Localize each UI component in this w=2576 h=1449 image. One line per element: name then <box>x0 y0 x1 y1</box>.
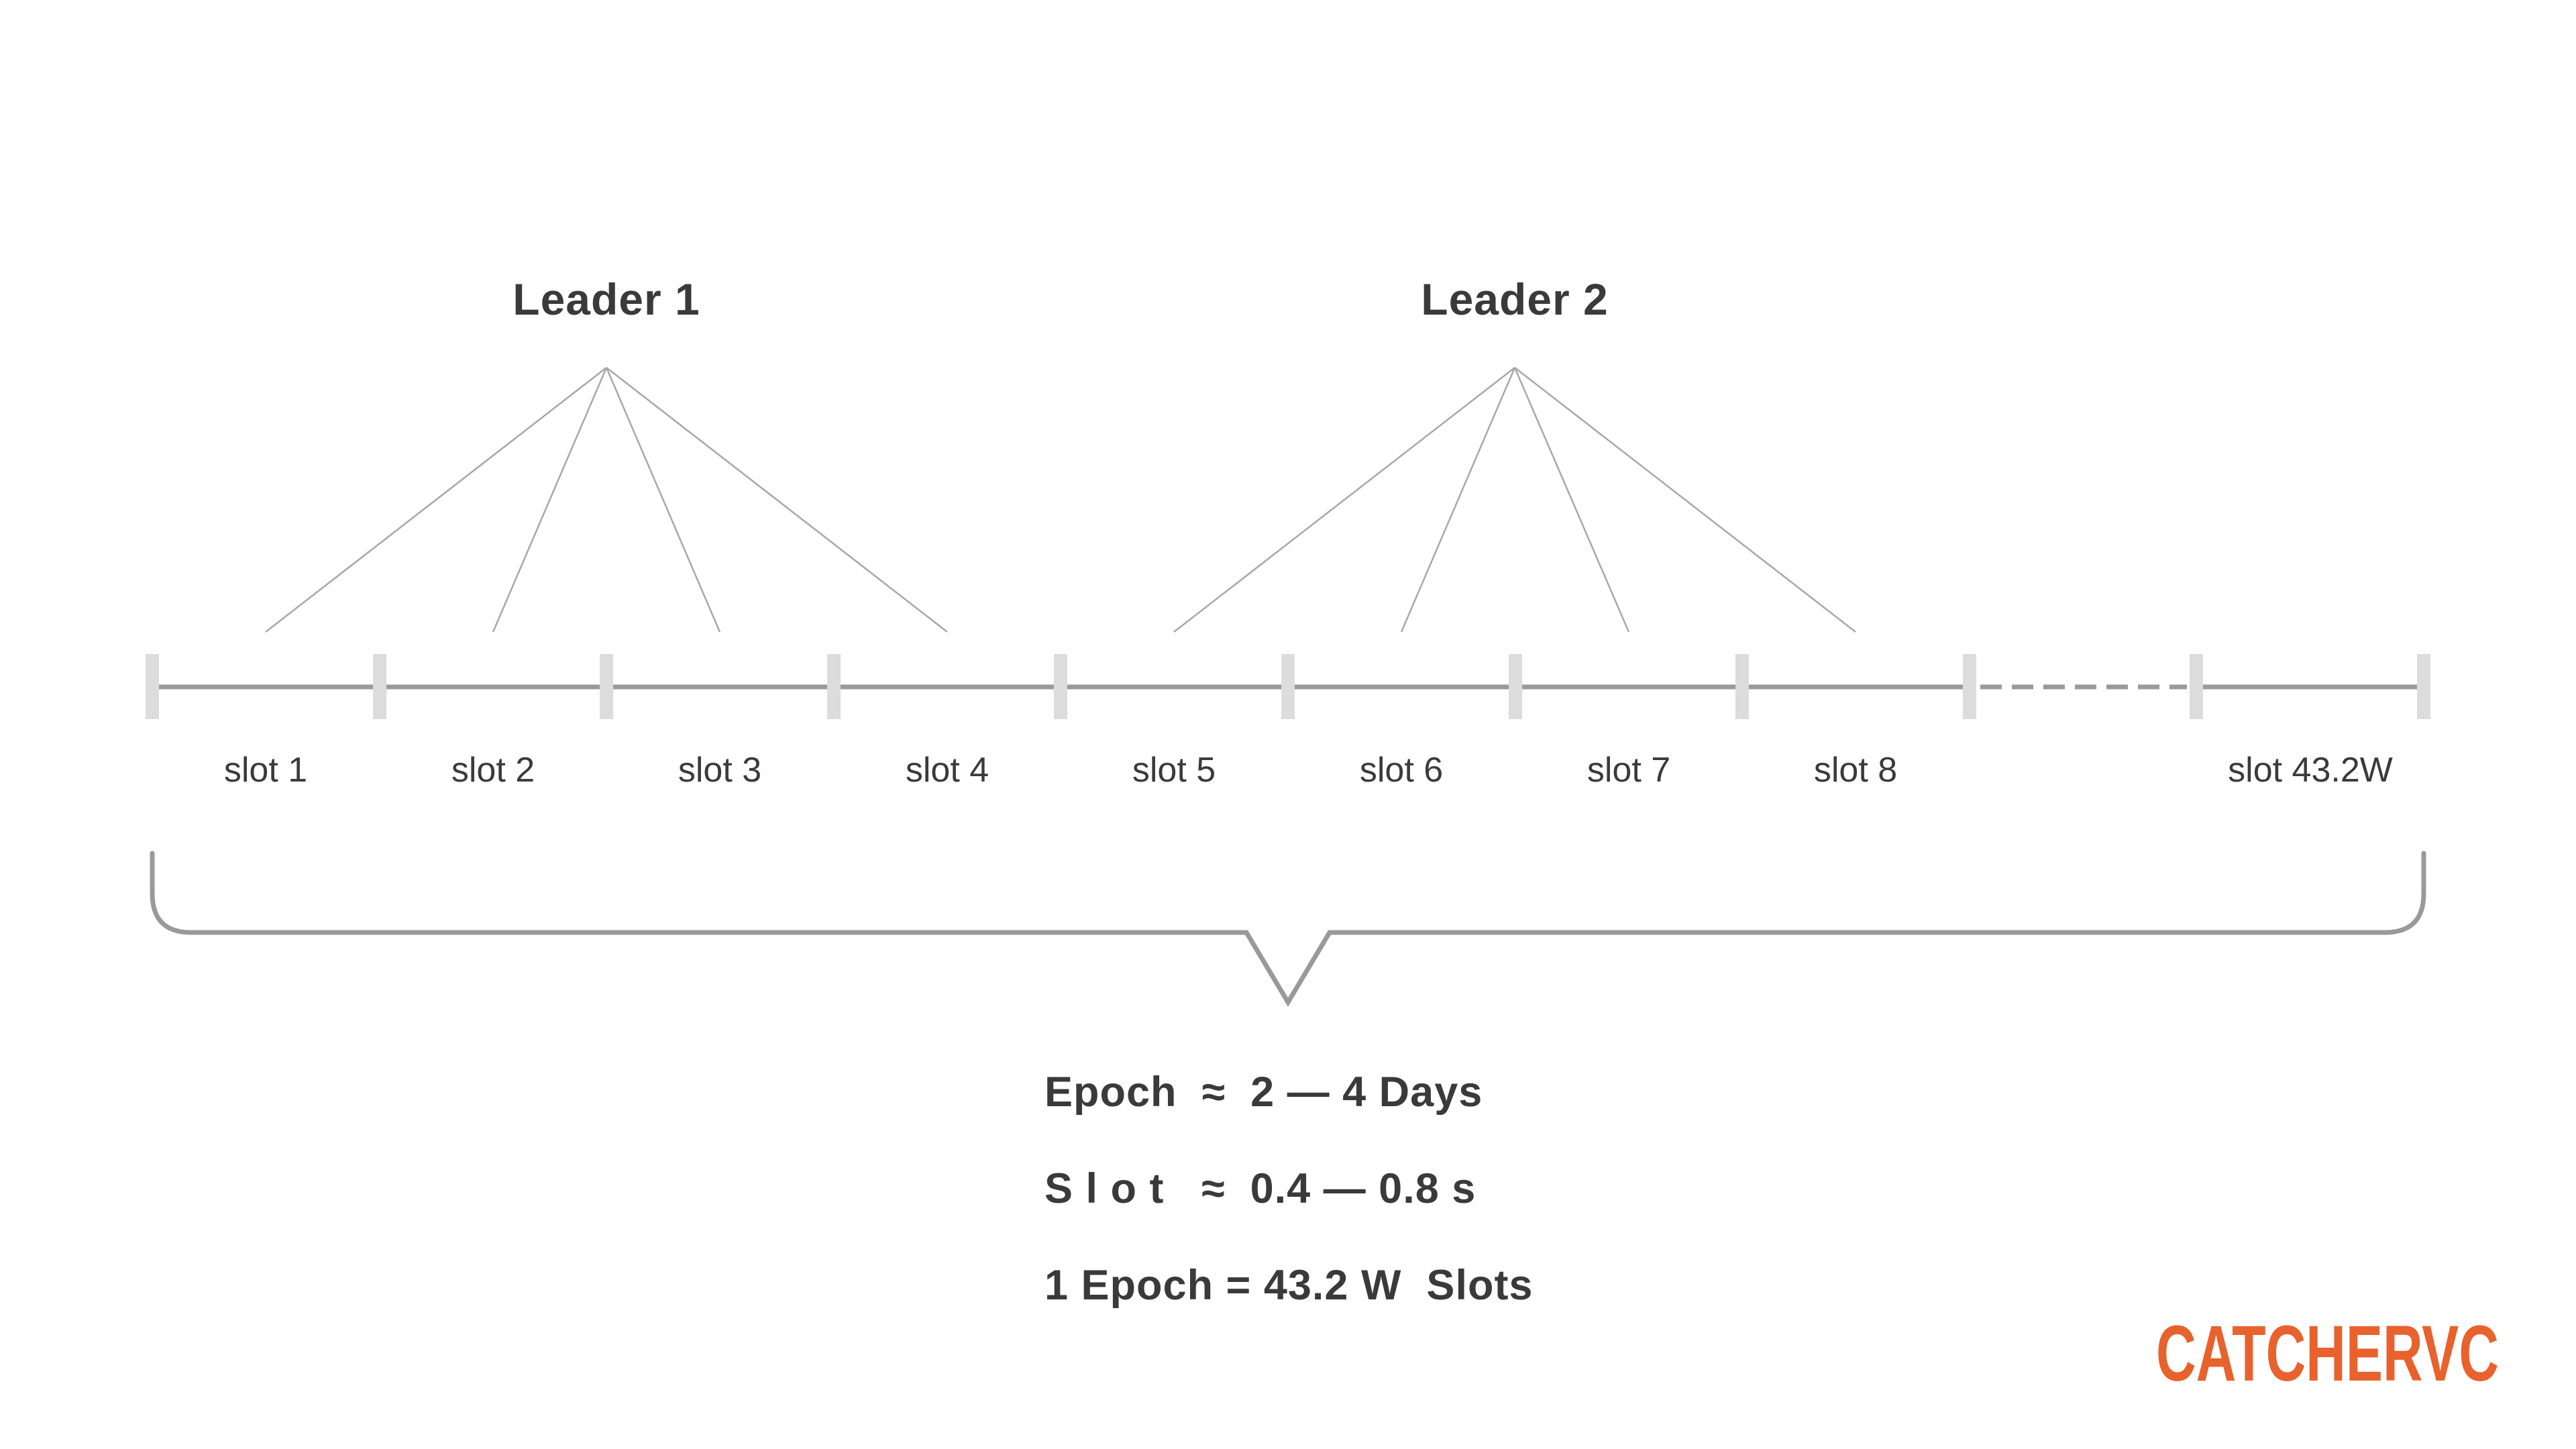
fan-line <box>1173 367 1515 633</box>
epoch-slots-line: 1 Epoch = 43.2 W Slots <box>1044 1262 1534 1309</box>
leader1-label: Leader 1 <box>513 274 700 324</box>
tick-mark <box>827 654 841 719</box>
tick-mark <box>146 654 159 719</box>
fan-line <box>492 367 608 633</box>
fan-line <box>265 367 607 633</box>
catchervc-logo: CATCHERVC <box>2156 1309 2499 1398</box>
tick-mark <box>1963 654 1976 719</box>
epoch-info-block: Epoch ≈ 2 — 4 Days S l o t ≈ 0.4 — 0.8 s… <box>1044 1068 1533 1358</box>
leader1-fan-lines <box>265 367 948 633</box>
slot-label-8: slot 8 <box>1813 751 1898 790</box>
fan-line <box>1514 367 1856 633</box>
tick-mark <box>1281 654 1295 719</box>
tick-mark <box>2417 654 2430 719</box>
timeline-ticks <box>146 654 2430 719</box>
tick-mark <box>1509 654 1522 719</box>
leader2-fan-lines <box>1173 367 1856 633</box>
slot-label-1: slot 1 <box>223 751 308 790</box>
slot-label-6: slot 6 <box>1359 751 1444 790</box>
tick-mark <box>1054 654 1067 719</box>
tick-mark <box>373 654 386 719</box>
fan-line <box>605 367 721 633</box>
fan-line <box>606 367 948 633</box>
slot-duration-line: S l o t ≈ 0.4 — 0.8 s <box>1044 1165 1477 1212</box>
leader2-label: Leader 2 <box>1421 274 1609 324</box>
slot-label-3: slot 3 <box>678 751 762 790</box>
fan-line <box>1400 367 1516 633</box>
epoch-duration-line: Epoch ≈ 2 — 4 Days <box>1044 1069 1483 1116</box>
tick-mark <box>600 654 613 719</box>
epoch-brace <box>150 851 2426 1007</box>
slot-label-4: slot 4 <box>905 751 989 790</box>
slot-label-2: slot 2 <box>451 751 535 790</box>
fan-line <box>1513 367 1630 633</box>
slot-label-5: slot 5 <box>1132 751 1216 790</box>
slot-label-last: slot 43.2W <box>2228 751 2393 790</box>
tick-mark <box>2190 654 2203 719</box>
slot-label-7: slot 7 <box>1587 751 1671 790</box>
tick-mark <box>1735 654 1749 719</box>
